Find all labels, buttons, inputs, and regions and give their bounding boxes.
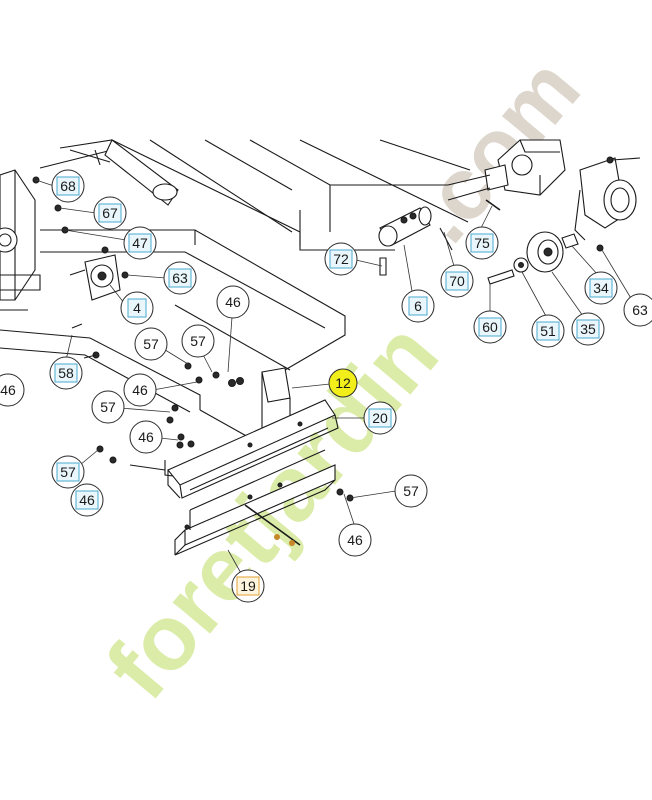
svg-text:12: 12 — [335, 375, 351, 391]
callout-57[interactable]: 57 — [91, 390, 125, 424]
callout-4[interactable]: 4 — [120, 291, 154, 325]
callout-58[interactable]: 58 — [49, 356, 83, 390]
svg-text:46: 46 — [79, 492, 95, 508]
callout-20[interactable]: 20 — [363, 401, 397, 435]
svg-text:57: 57 — [60, 464, 76, 480]
svg-text:57: 57 — [190, 333, 206, 349]
callout-72[interactable]: 72 — [324, 242, 358, 276]
callout-57[interactable]: 57 — [51, 455, 85, 489]
callout-34[interactable]: 34 — [584, 271, 618, 305]
callout-51[interactable]: 51 — [531, 314, 565, 348]
svg-text:46: 46 — [138, 429, 154, 445]
svg-text:67: 67 — [102, 205, 118, 221]
callout-46[interactable]: 46 — [0, 373, 25, 407]
callout-67[interactable]: 67 — [93, 196, 127, 230]
callout-12[interactable]: 12 — [328, 368, 358, 398]
callout-75[interactable]: 75 — [465, 226, 499, 260]
frame-drawing — [0, 139, 471, 556]
svg-text:6: 6 — [414, 298, 422, 314]
svg-text:75: 75 — [474, 235, 490, 251]
callout-19[interactable]: 19 — [231, 569, 265, 603]
callout-46[interactable]: 46 — [338, 523, 372, 557]
callout-63[interactable]: 63 — [163, 261, 197, 295]
callout-57[interactable]: 57 — [394, 474, 428, 508]
callout-46[interactable]: 46 — [123, 373, 157, 407]
svg-text:47: 47 — [132, 235, 148, 251]
svg-text:70: 70 — [449, 273, 465, 289]
callout-46[interactable]: 46 — [129, 420, 163, 454]
callout-60[interactable]: 60 — [473, 310, 507, 344]
svg-text:46: 46 — [132, 382, 148, 398]
callout-35[interactable]: 35 — [571, 312, 605, 346]
svg-text:34: 34 — [593, 280, 609, 296]
svg-text:72: 72 — [333, 251, 349, 267]
svg-text:57: 57 — [403, 483, 419, 499]
svg-text:57: 57 — [100, 399, 116, 415]
svg-text:35: 35 — [580, 321, 596, 337]
svg-text:57: 57 — [143, 336, 159, 352]
svg-text:46: 46 — [225, 294, 241, 310]
svg-text:63: 63 — [632, 302, 648, 318]
svg-text:60: 60 — [482, 319, 498, 335]
leader-lines — [35, 179, 633, 576]
callout-46[interactable]: 46 — [70, 483, 104, 517]
svg-text:46: 46 — [347, 532, 363, 548]
callout-47[interactable]: 47 — [123, 226, 157, 260]
callout-70[interactable]: 70 — [440, 264, 474, 298]
svg-text:63: 63 — [172, 270, 188, 286]
svg-text:20: 20 — [372, 410, 388, 426]
callout-57[interactable]: 57 — [181, 324, 215, 358]
callouts: 68 67 47 63 4 46 57 57 — [0, 169, 652, 603]
svg-text:51: 51 — [540, 323, 556, 339]
wheel-assembly-drawing — [378, 139, 641, 285]
callout-46[interactable]: 46 — [216, 285, 250, 319]
svg-text:68: 68 — [60, 178, 76, 194]
callout-63[interactable]: 63 — [623, 293, 652, 327]
callout-6[interactable]: 6 — [401, 289, 435, 323]
svg-text:58: 58 — [58, 365, 74, 381]
svg-text:4: 4 — [133, 300, 141, 316]
svg-text:46: 46 — [0, 382, 16, 398]
callout-68[interactable]: 68 — [51, 169, 85, 203]
svg-text:19: 19 — [240, 578, 256, 594]
callout-57[interactable]: 57 — [134, 327, 168, 361]
